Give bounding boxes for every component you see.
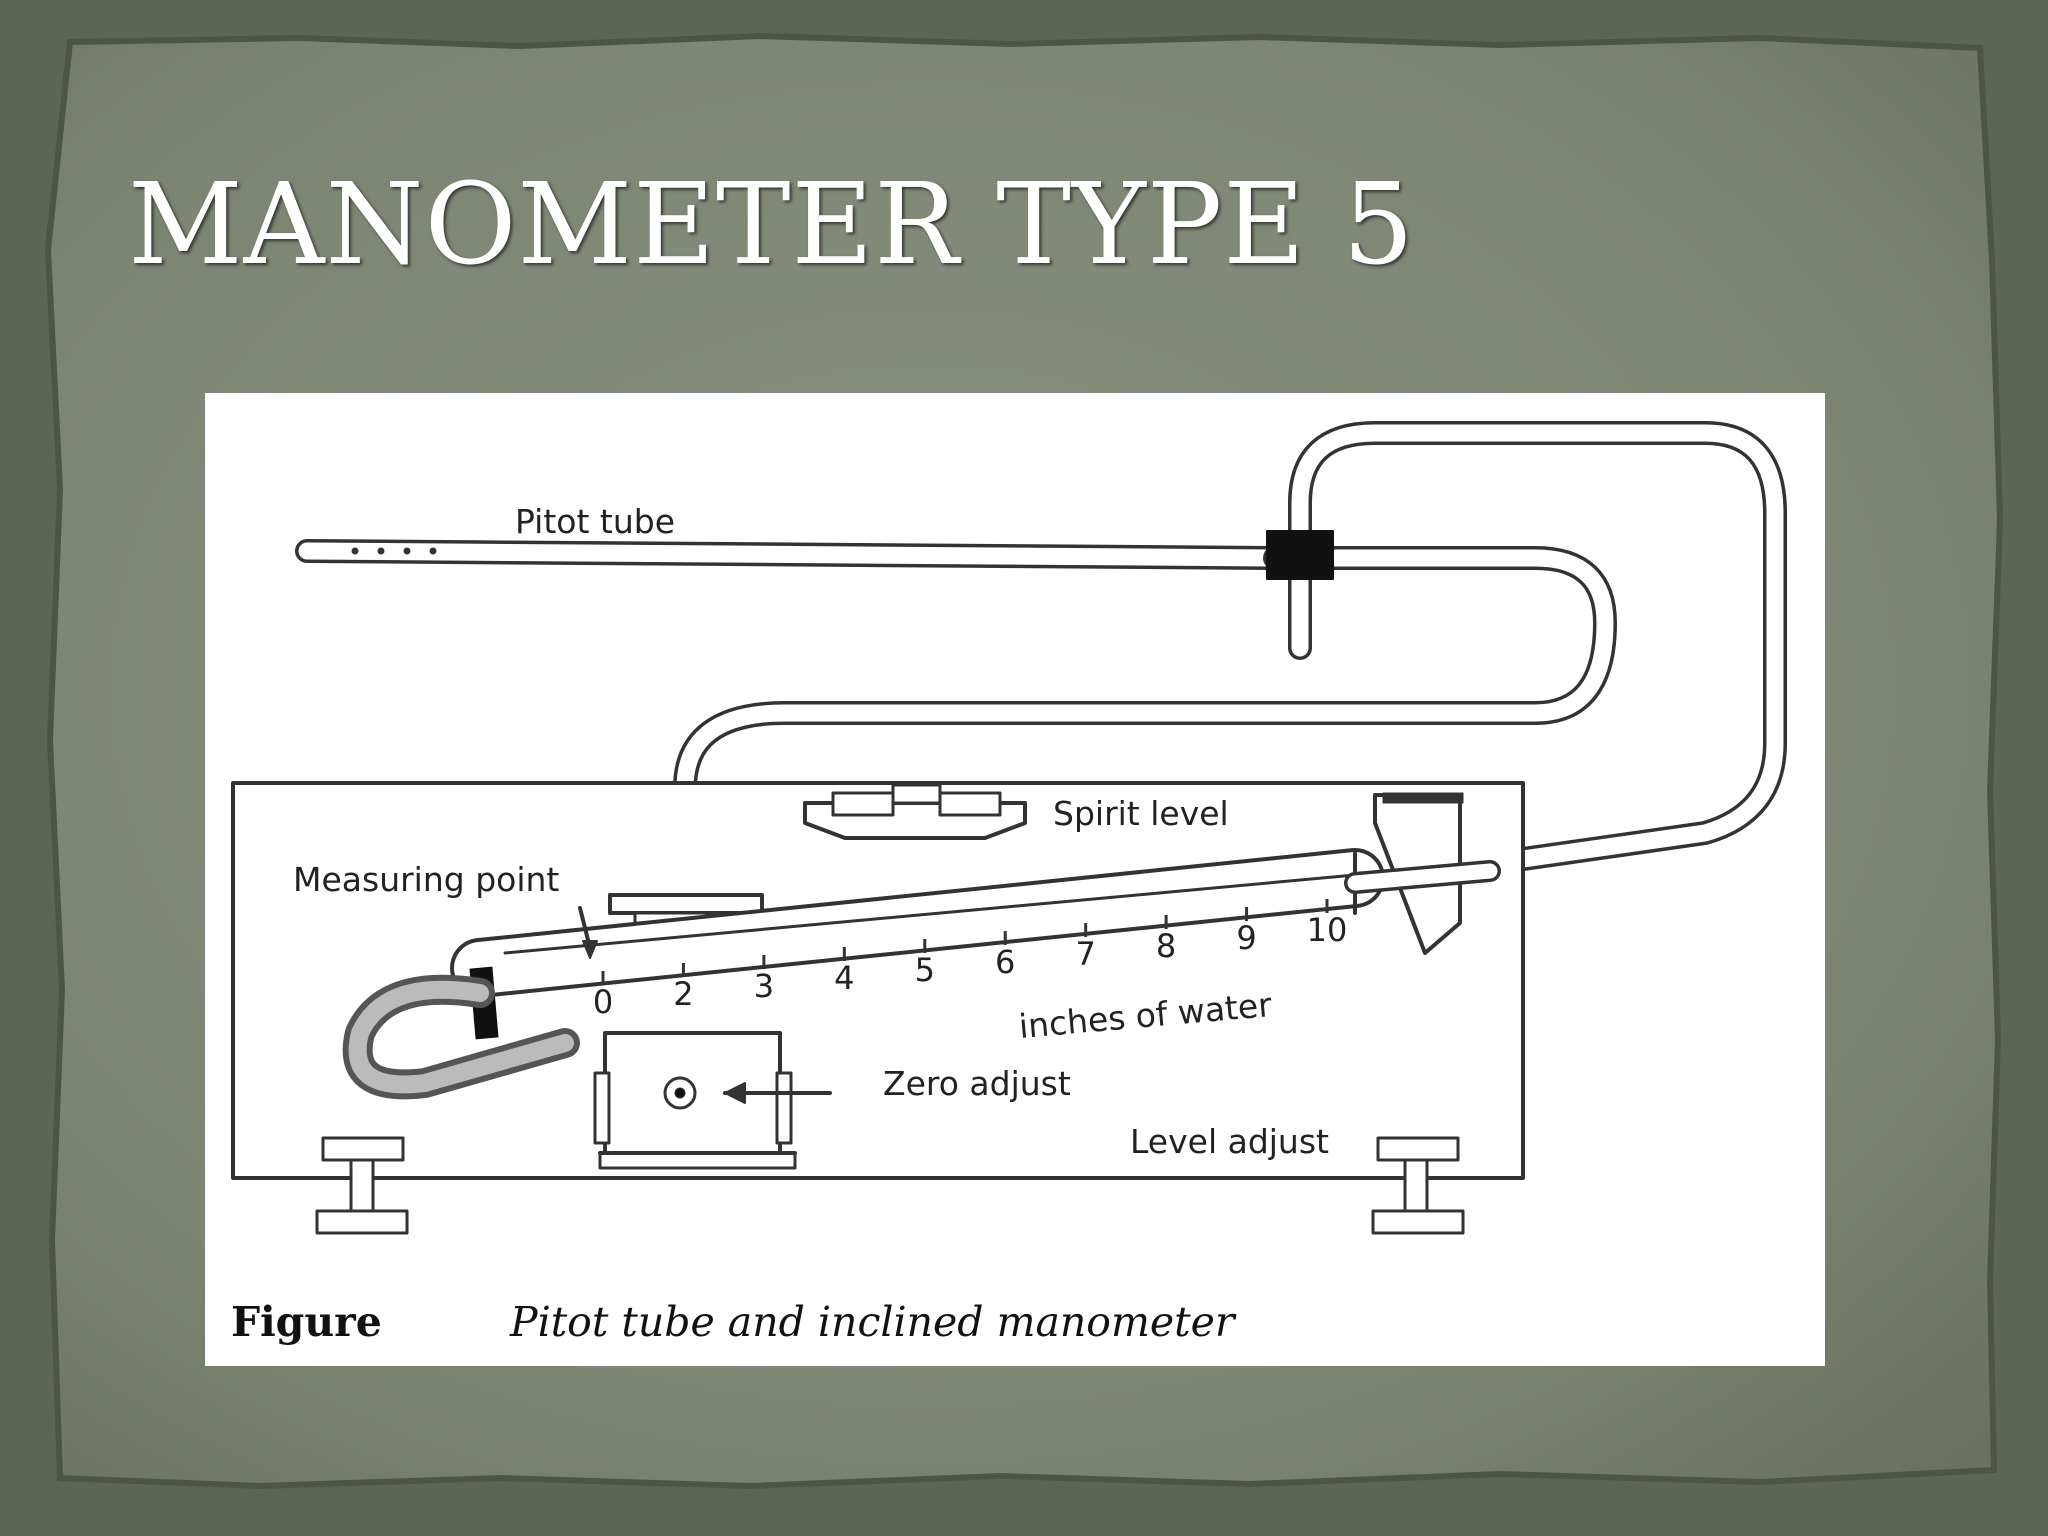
scale-tick-label: 8 [1156, 927, 1176, 965]
label-zero-adjust: Zero adjust [883, 1064, 1071, 1103]
slide-title: MANOMETER TYPE 5 [128, 160, 1415, 290]
level-adjust-foot-left [315, 1136, 409, 1235]
level-adjust-foot-right [1371, 1136, 1465, 1235]
scale-ticks: 0 2 3 4 5 6 7 8 9 10 [593, 899, 1348, 1021]
scale-tick-label: 9 [1236, 919, 1256, 957]
outer-pressure-tube [1273, 421, 1787, 905]
scale-tick-label: 3 [754, 967, 774, 1005]
scale-tick-label: 0 [593, 983, 613, 1021]
pitot-tube [295, 539, 1287, 570]
scale-tick-label: 10 [1307, 911, 1348, 949]
label-pitot-tube: Pitot tube [515, 502, 675, 541]
inner-pressure-tube [673, 546, 1617, 905]
scale-tick-label: 5 [915, 951, 935, 989]
inclined-tube [450, 848, 1501, 998]
zero-adjust-housing [593, 1031, 832, 1170]
label-measuring-point: Measuring point [293, 860, 559, 899]
tap-flange [608, 893, 764, 915]
label-spirit-level: Spirit level [1053, 794, 1229, 833]
tube-clamp [1266, 530, 1334, 580]
spirit-level [803, 783, 1027, 840]
caption-label: Figure [231, 1298, 382, 1346]
scale-tick-label: 4 [834, 959, 854, 997]
figure-panel: 0 2 3 4 5 6 7 8 9 10 Pitot tube Spirit level Meas… [205, 393, 1825, 1366]
scale-tick-label: 2 [673, 975, 693, 1013]
label-level-adjust: Level adjust [1130, 1122, 1329, 1161]
scale-tick-label: 6 [995, 943, 1015, 981]
scale-tick-label: 7 [1075, 935, 1095, 973]
pitot-manometer-diagram: 0 2 3 4 5 6 7 8 9 10 Pitot tube Spirit level Meas… [231, 421, 1787, 1346]
caption-text: Pitot tube and inclined manometer [509, 1298, 1237, 1346]
